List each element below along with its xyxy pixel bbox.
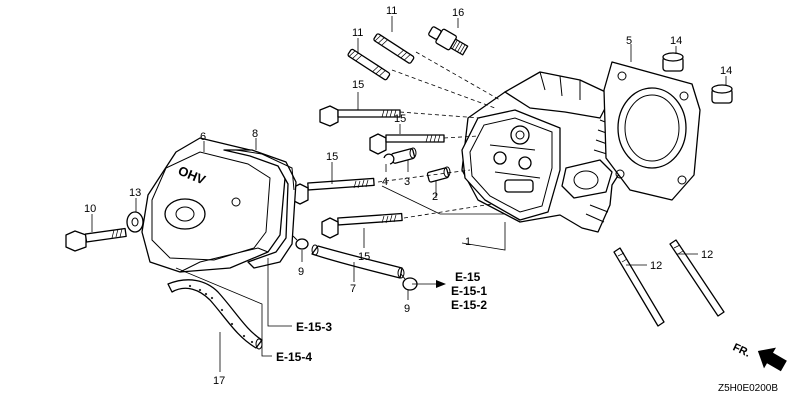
drawing-code: Z5H0E0200B [718, 383, 778, 394]
callout-9-lower: 9 [404, 303, 410, 315]
ref-e-15-3: E-15-3 [296, 320, 332, 334]
push-rod-right [669, 239, 725, 317]
head-cover [141, 137, 286, 273]
callout-13: 13 [129, 187, 141, 199]
callout-1: 1 [465, 236, 471, 248]
callout-15-bottom: 15 [358, 251, 370, 263]
callout-8: 8 [252, 128, 258, 140]
flange-bolt-mid [369, 133, 445, 155]
callout-16: 16 [452, 7, 464, 19]
dowel-pin-upper [662, 52, 684, 72]
callout-4: 4 [382, 176, 388, 188]
stud-bolt-upper [373, 33, 415, 64]
flange-bolt-top [319, 105, 401, 127]
callout-labels: 1 2 3 4 5 6 7 8 9 9 10 11 11 12 12 13 14… [84, 5, 732, 387]
drain-tube [167, 279, 263, 350]
ref-e-15-1: E-15-1 [451, 284, 487, 298]
callout-17: 17 [213, 375, 225, 387]
callout-11-lower: 11 [352, 27, 363, 39]
ref-e-15: E-15 [455, 270, 481, 284]
head-cover-gasket [223, 149, 297, 269]
callout-14-lower: 14 [720, 65, 732, 77]
callout-5: 5 [626, 35, 632, 47]
front-label: FR. [731, 341, 752, 359]
callout-3: 3 [404, 176, 410, 188]
callout-15-left: 15 [326, 151, 338, 163]
valve-guide-2 [426, 166, 451, 183]
cover-bolt [65, 227, 127, 252]
sealing-washer [126, 211, 144, 233]
callout-14-upper: 14 [670, 35, 682, 47]
callout-12-right: 12 [701, 249, 713, 261]
reference-labels: E-15 E-15-1 E-15-2 E-15-3 E-15-4 [276, 270, 487, 364]
callout-10: 10 [84, 203, 96, 215]
flange-bolt-left [291, 177, 375, 205]
hose-clip-lower [400, 273, 418, 291]
ref-e-15-2: E-15-2 [451, 298, 487, 312]
reference-arrow [412, 280, 446, 288]
valve-guide-3 [390, 147, 417, 164]
callout-2: 2 [432, 191, 438, 203]
callout-6: 6 [200, 131, 206, 143]
clip-4 [383, 153, 395, 165]
ref-e-15-4: E-15-4 [276, 350, 312, 364]
hose-clip-upper [292, 235, 309, 250]
callout-9-upper: 9 [298, 266, 304, 278]
callout-15-mid: 15 [394, 113, 406, 125]
callout-7: 7 [350, 283, 356, 295]
breather-tube [311, 244, 405, 279]
cylinder-head [461, 71, 631, 233]
callout-11-upper: 11 [386, 5, 397, 17]
push-rod-left [613, 247, 665, 327]
front-direction-arrow [757, 347, 787, 372]
callout-15-top: 15 [352, 79, 364, 91]
stud-bolt-lower [347, 48, 391, 81]
flange-bolt-bottom [321, 212, 403, 239]
spark-plug [428, 26, 469, 56]
head-gasket [603, 61, 701, 201]
leader-lines [91, 16, 727, 372]
callout-12-left: 12 [650, 260, 662, 272]
dowel-pin-lower [711, 84, 733, 104]
